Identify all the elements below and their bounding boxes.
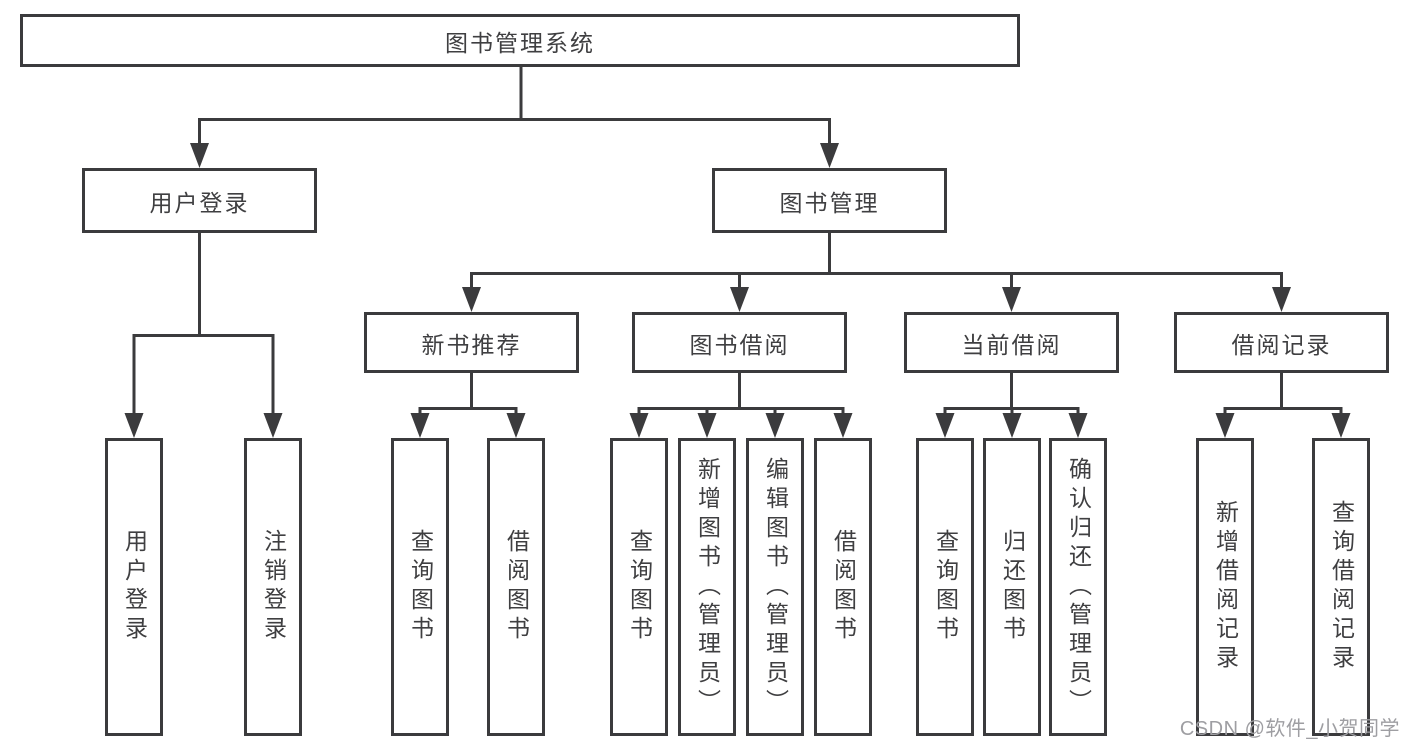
node-label: 归还图书 xyxy=(999,529,1026,645)
leaf-user-login: 用户登录 xyxy=(105,438,163,736)
node-label: 新增借阅记录 xyxy=(1212,500,1239,674)
node-label: 查询图书 xyxy=(932,529,959,645)
node-label: 编辑图书（管理员） xyxy=(762,456,789,718)
edge-book-management xyxy=(470,231,1283,289)
node-current-borrowing: 当前借阅 xyxy=(904,312,1119,373)
edge-level3-splits xyxy=(420,371,1341,410)
leaf-query-books-2: 查询图书 xyxy=(610,438,668,736)
node-label: 新书推荐 xyxy=(421,331,522,358)
node-label: 借阅图书 xyxy=(503,529,530,645)
node-label: 当前借阅 xyxy=(961,331,1062,358)
node-label: 图书借阅 xyxy=(689,331,790,358)
leaf-borrow-books-2: 借阅图书 xyxy=(814,438,872,736)
node-label: 查询图书 xyxy=(407,529,434,645)
leaf-add-borrow-record: 新增借阅记录 xyxy=(1196,438,1254,736)
node-label: 注销登录 xyxy=(260,529,287,645)
leaf-add-books-admin: 新增图书（管理员） xyxy=(678,438,736,736)
arrowheads xyxy=(124,143,1351,438)
node-label: 借阅图书 xyxy=(830,529,857,645)
node-label: 用户登录 xyxy=(149,189,250,216)
leaf-confirm-return-admin: 确认归还（管理员） xyxy=(1049,438,1107,736)
leaf-borrow-books-1: 借阅图书 xyxy=(487,438,545,736)
leaf-return-books: 归还图书 xyxy=(983,438,1041,736)
node-user-login: 用户登录 xyxy=(82,168,317,233)
edge-leaf-drops xyxy=(418,407,1343,415)
node-label: 确认归还（管理员） xyxy=(1065,456,1092,718)
node-borrowing-records: 借阅记录 xyxy=(1174,312,1389,373)
node-book-management: 图书管理 xyxy=(712,168,947,233)
node-book-borrowing: 图书借阅 xyxy=(632,312,847,373)
node-label: 图书管理系统 xyxy=(445,29,595,56)
node-label: 用户登录 xyxy=(121,529,148,645)
node-label: 新增图书（管理员） xyxy=(694,456,721,718)
node-label: 查询借阅记录 xyxy=(1328,500,1355,674)
node-new-book-recommend: 新书推荐 xyxy=(364,312,579,373)
edge-root xyxy=(198,66,831,145)
node-label: 图书管理 xyxy=(779,189,880,216)
node-label: 查询图书 xyxy=(626,529,653,645)
node-library-management-system: 图书管理系统 xyxy=(20,14,1020,67)
node-label: 借阅记录 xyxy=(1231,331,1332,358)
leaf-logout: 注销登录 xyxy=(244,438,302,736)
leaf-query-books-1: 查询图书 xyxy=(391,438,449,736)
leaf-query-books-3: 查询图书 xyxy=(916,438,974,736)
edge-user-login xyxy=(132,231,275,415)
leaf-query-borrow-record: 查询借阅记录 xyxy=(1312,438,1370,736)
csdn-watermark: CSDN @软件_小贺同学 xyxy=(1179,718,1400,740)
leaf-edit-books-admin: 编辑图书（管理员） xyxy=(746,438,804,736)
